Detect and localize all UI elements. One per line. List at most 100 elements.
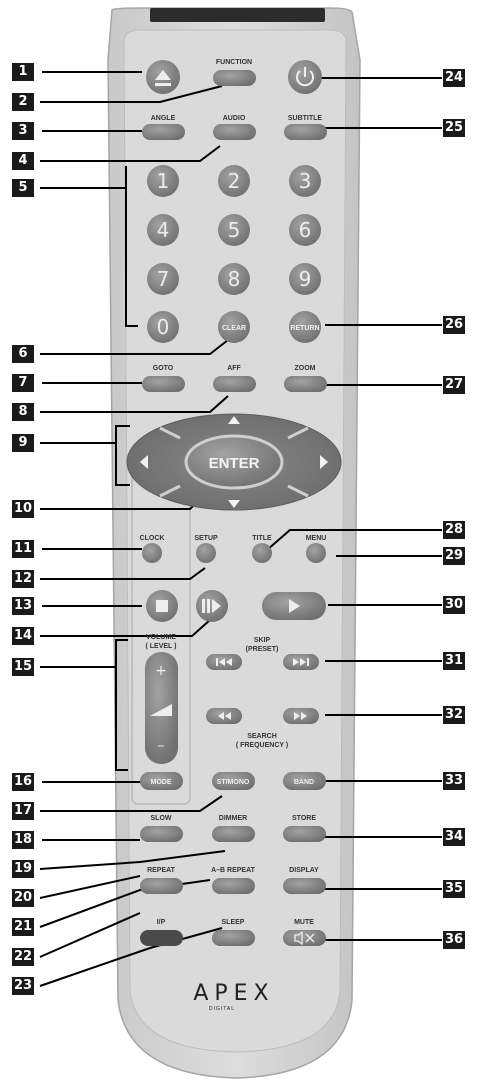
top-slot <box>150 8 325 22</box>
callout-20: 20 <box>12 889 34 907</box>
callout-21: 21 <box>12 918 34 936</box>
audio-button[interactable] <box>213 124 256 140</box>
enter-button[interactable] <box>184 434 284 490</box>
st-mono-button[interactable] <box>212 772 255 790</box>
store-label: STORE <box>292 815 316 822</box>
callout-4: 4 <box>12 152 34 170</box>
volume-plus-label: + <box>155 663 167 679</box>
callout-30: 30 <box>443 596 465 614</box>
ab-repeat-button[interactable] <box>212 878 255 894</box>
callout-17: 17 <box>12 802 34 820</box>
repeat-button[interactable] <box>140 878 183 894</box>
band-button[interactable] <box>283 772 326 790</box>
callout-29: 29 <box>443 547 465 565</box>
digit-button-9[interactable] <box>289 263 321 295</box>
power-icon <box>296 67 314 87</box>
return-button[interactable] <box>289 311 321 343</box>
clear-button[interactable] <box>218 311 250 343</box>
digit-button-2[interactable] <box>218 165 250 197</box>
callout-35: 35 <box>443 880 465 898</box>
callout-25: 25 <box>443 119 465 137</box>
up-arrow-icon[interactable] <box>228 416 240 424</box>
ip-button[interactable] <box>140 930 183 946</box>
skip-next-icon <box>293 658 309 666</box>
zoom-label: ZOOM <box>295 365 316 372</box>
title-button[interactable] <box>252 543 272 563</box>
callout-8: 8 <box>12 403 34 421</box>
dimmer-button[interactable] <box>212 826 255 842</box>
digit-button-5[interactable] <box>218 214 250 246</box>
digit-button-3[interactable] <box>289 165 321 197</box>
digit-label-5: 5 <box>228 218 241 242</box>
display-label: DISPLAY <box>289 867 319 874</box>
sleep-label: SLEEP <box>222 919 245 926</box>
skip-sub-label: (PRESET) <box>246 646 279 653</box>
slow-button[interactable] <box>140 826 183 842</box>
leader-lines <box>39 71 442 987</box>
goto-button[interactable] <box>142 376 185 392</box>
angle-button[interactable] <box>142 124 185 140</box>
callout-27: 27 <box>443 376 465 394</box>
volume-sub-label: ( LEVEL ) <box>146 643 177 650</box>
setup-label: SETUP <box>194 535 218 542</box>
right-arrow-icon[interactable] <box>320 455 328 469</box>
callout-26: 26 <box>443 316 465 334</box>
callout-36: 36 <box>443 931 465 949</box>
callout-14: 14 <box>12 627 34 645</box>
display-button[interactable] <box>283 878 326 894</box>
digit-label-6: 6 <box>299 218 312 242</box>
callout-5: 5 <box>12 179 34 197</box>
play-icon <box>289 599 300 613</box>
callout-32: 32 <box>443 706 465 724</box>
callout-18: 18 <box>12 831 34 849</box>
setup-button[interactable] <box>196 543 216 563</box>
digit-label-3: 3 <box>299 169 312 193</box>
mode-button[interactable] <box>140 772 183 790</box>
mute-button[interactable] <box>283 930 326 946</box>
digit-button-1[interactable] <box>147 165 179 197</box>
callout-10: 10 <box>12 500 34 518</box>
callout-1: 1 <box>12 63 34 81</box>
callout-19: 19 <box>12 860 34 878</box>
dimmer-label: DIMMER <box>219 815 247 822</box>
digit-button-6[interactable] <box>289 214 321 246</box>
return-label: RETURN <box>290 325 319 332</box>
down-arrow-icon[interactable] <box>228 500 240 508</box>
ab-repeat-label: A–B REPEAT <box>211 867 256 874</box>
callout-22: 22 <box>12 948 34 966</box>
clock-button[interactable] <box>142 543 162 563</box>
zoom-button[interactable] <box>284 376 327 392</box>
store-button[interactable] <box>283 826 326 842</box>
digit-label-9: 9 <box>299 267 312 291</box>
digit-label-8: 8 <box>228 267 241 291</box>
aff-label: AFF <box>227 365 241 372</box>
goto-label: GOTO <box>153 365 174 372</box>
callout-6: 6 <box>12 345 34 363</box>
callout-28: 28 <box>443 521 465 539</box>
search-label: SEARCH <box>247 733 277 740</box>
callout-23: 23 <box>12 977 34 995</box>
skip-label: SKIP <box>254 637 271 644</box>
function-button[interactable] <box>213 70 256 86</box>
sleep-button[interactable] <box>212 930 255 946</box>
step-icon <box>202 599 221 613</box>
volume-rocker[interactable] <box>145 652 178 764</box>
slow-label: SLOW <box>151 815 172 822</box>
enter-label: ENTER <box>209 455 260 472</box>
menu-button[interactable] <box>306 543 326 563</box>
eject-icon <box>155 70 171 86</box>
volume-minus-label: – <box>158 738 165 754</box>
function-label: FUNCTION <box>216 59 252 66</box>
digit-button-8[interactable] <box>218 263 250 295</box>
skip-prev-icon <box>216 658 232 666</box>
digit-button-4[interactable] <box>147 214 179 246</box>
digit-button-0[interactable] <box>147 311 179 343</box>
subtitle-button[interactable] <box>284 124 327 140</box>
callout-2: 2 <box>12 93 34 111</box>
aff-button[interactable] <box>213 376 256 392</box>
left-arrow-icon[interactable] <box>140 455 148 469</box>
ip-label: I/P <box>157 919 166 926</box>
digit-button-7[interactable] <box>147 263 179 295</box>
